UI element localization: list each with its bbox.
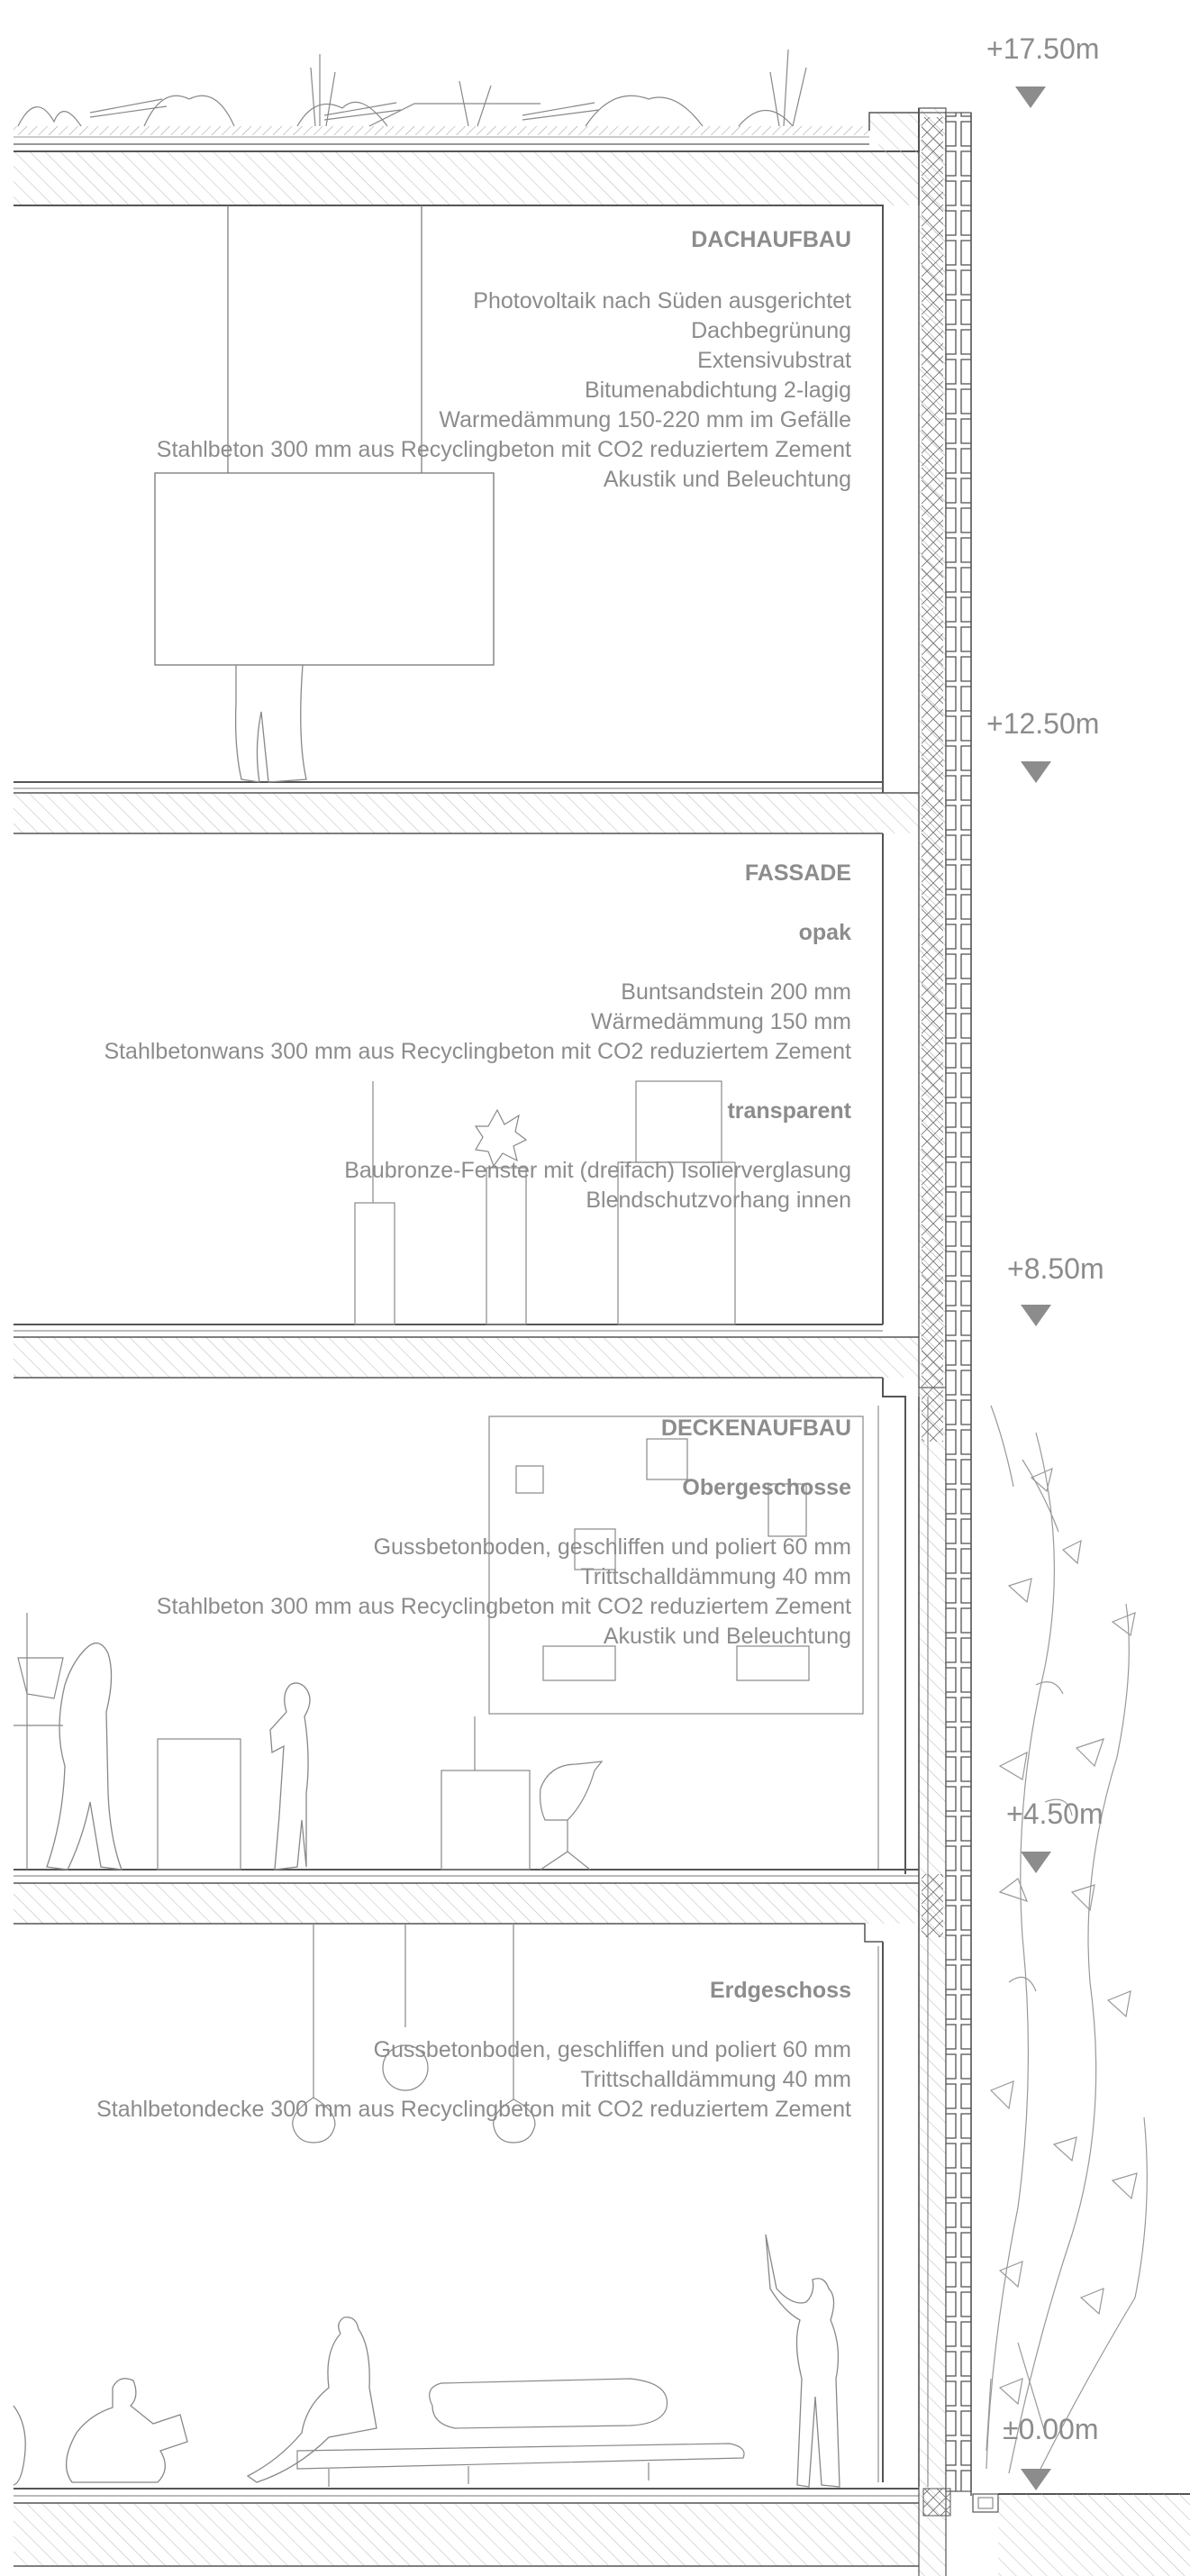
ground — [998, 2493, 1190, 2576]
obergeschosse-line-4: Akustik und Beleuchtung — [603, 1624, 851, 1649]
level-label-850: +8.50m — [1007, 1252, 1104, 1285]
deckenaufbau-heading: DECKENAUFBAU — [660, 1415, 851, 1441]
roof-greenery — [17, 49, 807, 127]
level-marker-triangle — [1021, 2469, 1051, 2490]
dachaufbau-line-5: Warmedämmung 150-220 mm im Gefälle — [439, 407, 851, 432]
first-floor — [14, 1378, 919, 1943]
level-marker-triangle — [1021, 761, 1051, 783]
obergeschosse-line-2: Trittschalldämmung 40 mm — [580, 1564, 851, 1589]
facade-wall — [918, 112, 999, 2576]
climbing-plant — [986, 1405, 1148, 2479]
level-marker-triangle — [1021, 1305, 1051, 1326]
fassade-transparent-line-2: Blendschutzvorhang innen — [586, 1188, 851, 1213]
fassade-heading: FASSADE — [744, 860, 851, 886]
level-label-1750: +17.50m — [986, 32, 1100, 65]
obergeschosse-line-1: Gussbetonboden, geschliffen und poliert … — [373, 1534, 851, 1560]
fassade-transparent-line-1: Baubronze-Fenster mit (dreifach) Isolier… — [344, 1158, 851, 1183]
level-marker-triangle — [1015, 86, 1046, 108]
second-floor — [14, 833, 919, 1379]
erdgeschoss-heading: Erdgeschoss — [709, 1978, 851, 2003]
fassade-opak-line-1: Buntsandstein 200 mm — [621, 979, 851, 1005]
dachaufbau-heading: DACHAUFBAU — [691, 227, 851, 252]
erdgeschoss-line-3: Stahlbetondecke 300 mm aus Recyclingbeto… — [96, 2097, 851, 2122]
dachaufbau-line-4: Bitumenabdichtung 2-lagig — [584, 378, 851, 403]
obergeschosse-line-3: Stahlbeton 300 mm aus Recyclingbeton mit… — [156, 1594, 851, 1619]
dachaufbau-line-3: Extensivubstrat — [697, 348, 851, 373]
level-label-450: +4.50m — [1006, 1798, 1104, 1830]
obergeschosse-heading: Obergeschosse — [682, 1475, 851, 1500]
level-marker-triangle — [1021, 1852, 1051, 1873]
ground-floor — [13, 1924, 919, 2567]
erdgeschoss-line-1: Gussbetonboden, geschliffen und poliert … — [373, 2037, 851, 2062]
fassade-opak-line-3: Stahlbetonwans 300 mm aus Recyclingbeton… — [104, 1039, 851, 1064]
level-label-1250: +12.50m — [986, 707, 1100, 740]
top-floor — [14, 205, 919, 834]
level-label-000: ±0.00m — [1003, 2413, 1099, 2445]
dachaufbau-line-7: Akustik und Beleuchtung — [603, 467, 851, 492]
dachaufbau-line-6: Stahlbeton 300 mm aus Recyclingbeton mit… — [156, 437, 851, 462]
fassade-transparent-heading: transparent — [727, 1098, 851, 1124]
fassade-opak-line-2: Wärmedämmung 150 mm — [591, 1009, 851, 1034]
dachaufbau-line-1: Photovoltaik nach Süden ausgerichtet — [473, 288, 851, 314]
dachaufbau-line-2: Dachbegrünung — [691, 318, 851, 343]
erdgeschoss-line-2: Trittschalldämmung 40 mm — [580, 2067, 851, 2092]
fassade-opak-heading: opak — [798, 920, 851, 945]
